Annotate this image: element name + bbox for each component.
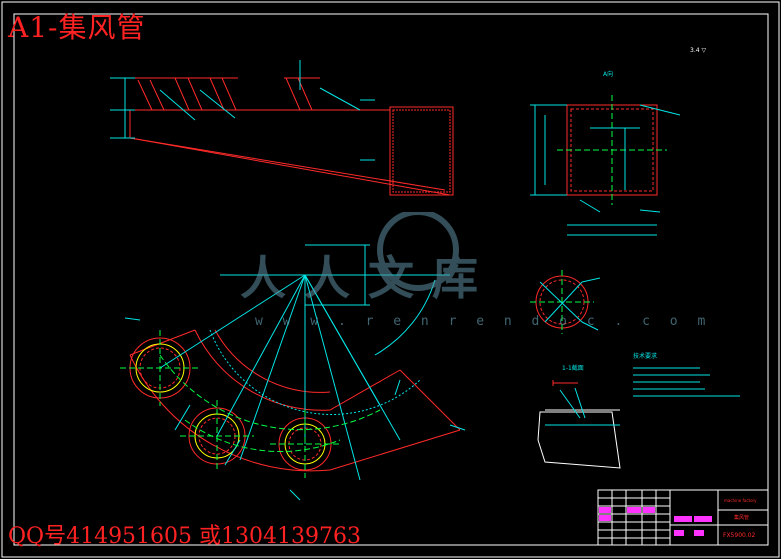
flange-view — [530, 270, 601, 334]
watermark-text: 人人文库 — [240, 251, 496, 305]
roughness-symbol: 3.4 ▽ — [690, 47, 706, 54]
sheet-border-inner — [13, 13, 769, 546]
watermark-logo: 人人文库 — [238, 212, 538, 332]
side-view — [110, 60, 454, 196]
title-block-fills — [599, 507, 712, 536]
watermark-circle-icon — [377, 212, 459, 291]
contact-info: QQ号414951605 或1304139763 — [8, 524, 362, 549]
notes-title: 技术要求 — [633, 352, 657, 360]
watermark-url: w w w . r e n r e n d o c . c o m — [255, 314, 712, 329]
title-block-part-name: 集风管 — [734, 514, 749, 521]
title-block-drawing-number: FX5900.02 — [723, 532, 756, 539]
section-label-top: A向 — [603, 70, 613, 78]
curved-duct-view — [120, 244, 466, 501]
title-block-company: machine factory — [724, 498, 757, 503]
square-view — [530, 95, 681, 236]
section-label-small: 1-1截面 — [562, 364, 584, 372]
drawing-title: A1-集风管 — [8, 11, 146, 44]
title-block — [597, 489, 769, 546]
section-1-1-view — [537, 380, 621, 469]
notes-lines — [633, 367, 740, 397]
